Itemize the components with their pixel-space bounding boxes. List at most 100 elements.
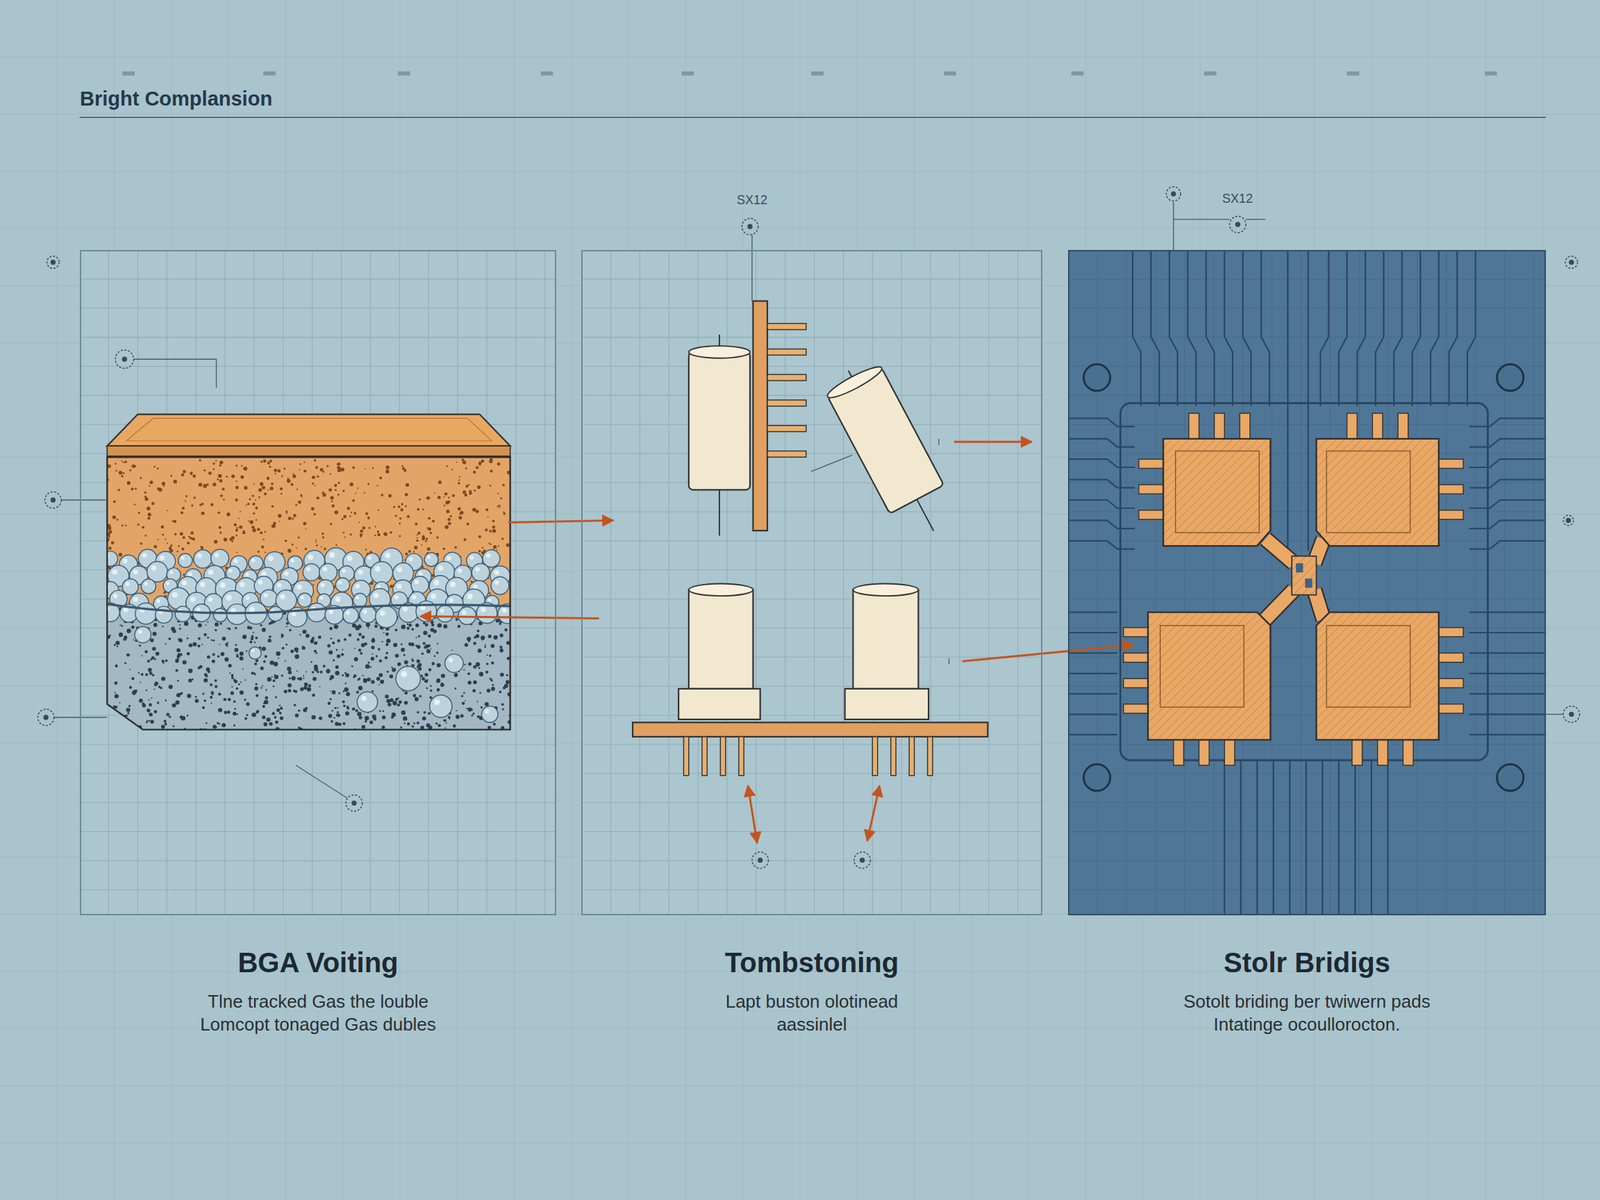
bga-cross-section: [295, 504, 298, 507]
bga-cross-section: [375, 565, 381, 572]
bga-cross-section: [416, 659, 421, 663]
bga-cross-section: [326, 669, 330, 673]
bga-cross-section: [248, 555, 264, 571]
bga-cross-section: [365, 512, 369, 516]
bga-cross-section: [338, 468, 342, 472]
bga-cross-section: [125, 581, 130, 587]
bga-cross-section: [140, 579, 156, 594]
bga-cross-section: [444, 525, 448, 529]
bga-cross-section: [293, 513, 297, 518]
bga-cross-section: [468, 662, 472, 666]
bga-cross-section: [364, 720, 367, 723]
bga-cross-section: [163, 485, 165, 487]
bga-cross-section: [156, 487, 160, 491]
bga-cross-section: [416, 711, 420, 714]
bga-cross-section: [470, 708, 473, 712]
bga-cross-section: [487, 515, 489, 518]
bga-cross-section: [259, 624, 262, 627]
bga-cross-section: [297, 536, 300, 539]
bga-cross-section: [404, 552, 408, 556]
bga-cross-section: [108, 536, 111, 539]
bga-cross-section: [396, 584, 402, 589]
bga-cross-section: [378, 684, 380, 686]
bga-cross-section: [427, 555, 431, 560]
bga-cross-section: [226, 512, 230, 516]
bga-cross-section: [292, 474, 296, 478]
ruler-mark: [540, 71, 554, 76]
bga-cross-section: [203, 633, 207, 637]
bga-cross-section: [411, 659, 415, 662]
bga-cross-section: [277, 469, 281, 473]
bga-cross-section: [361, 725, 366, 730]
bga-cross-section: [181, 715, 186, 721]
page-grid: [0, 113, 1600, 115]
bga-cross-section: [490, 543, 492, 546]
bga-cross-section: [147, 516, 150, 520]
bga-cross-section: [117, 488, 121, 492]
bga-cross-section: [281, 636, 284, 639]
bga-cross-section: [249, 640, 253, 644]
bga-cross-section: [236, 654, 239, 658]
panel-grid: [79, 889, 557, 891]
bga-cross-section: [290, 559, 295, 563]
bga-cross-section: [260, 460, 263, 463]
bga-cross-section: [291, 543, 294, 546]
bga-cross-section: [201, 502, 204, 505]
bga-cross-section: [188, 643, 193, 648]
bga-cross-section: [348, 633, 353, 637]
bga-cross-section: [146, 708, 150, 712]
panel-grid: [79, 860, 557, 862]
bga-cross-section: [302, 629, 307, 635]
bga-cross-section: [337, 493, 340, 496]
bga-cross-section: [212, 639, 215, 642]
bga-cross-section: [175, 700, 180, 705]
bga-cross-section: [137, 523, 140, 526]
bga-cross-section: [138, 698, 144, 703]
bga-cross-section: [211, 549, 230, 568]
bga-cross-section: [210, 503, 214, 507]
bga-cross-section: [342, 700, 346, 703]
bga-cross-section: [389, 584, 394, 589]
bga-cross-section: [411, 627, 414, 631]
bga-cross-section: [369, 720, 373, 724]
bga-cross-section: [458, 479, 460, 481]
bga-cross-section: [281, 646, 285, 650]
bga-cross-section: [421, 677, 425, 681]
bga-cross-section: [456, 709, 458, 712]
bga-cross-section: [344, 682, 346, 685]
bga-cross-section: [400, 643, 403, 646]
bga-cross-section: [305, 634, 310, 639]
bga-cross-section: [264, 696, 269, 700]
panel-grid: [79, 772, 557, 774]
bga-cross-section: [284, 571, 289, 576]
bga-cross-section: [139, 542, 143, 546]
bga-cross-section: [151, 502, 155, 505]
bga-cross-section: [120, 625, 123, 628]
bga-cross-section: [252, 526, 255, 529]
bga-cross-section: [465, 485, 469, 489]
bga-cross-section: [454, 672, 459, 678]
bga-cross-section: [279, 704, 281, 707]
bga-cross-section: [174, 532, 177, 535]
bga-cross-section: [426, 649, 431, 654]
bga-cross-section: [247, 520, 250, 522]
bga-cross-section: [415, 636, 417, 639]
bga-cross-section: [261, 685, 264, 687]
bga-cross-section: [113, 593, 118, 598]
bga-cross-section: [365, 548, 368, 551]
bga-cross-section: [277, 582, 282, 588]
bga-cross-section: [486, 662, 489, 665]
bga-cross-section: [418, 498, 421, 501]
bga-cross-section: [149, 671, 153, 675]
bga-cross-section: [415, 644, 418, 647]
bga-cross-section: [308, 554, 314, 561]
bga-cross-section: [116, 518, 119, 521]
panel-grid: [581, 715, 1044, 716]
bga-cross-section: [268, 556, 274, 562]
bga-cross-section: [365, 664, 370, 669]
bga-cross-section: [445, 722, 448, 724]
bga-cross-section: [228, 663, 232, 668]
bga-cross-section: [457, 506, 462, 511]
bga-cross-section: [462, 490, 466, 494]
bga-cross-section: [290, 483, 294, 487]
